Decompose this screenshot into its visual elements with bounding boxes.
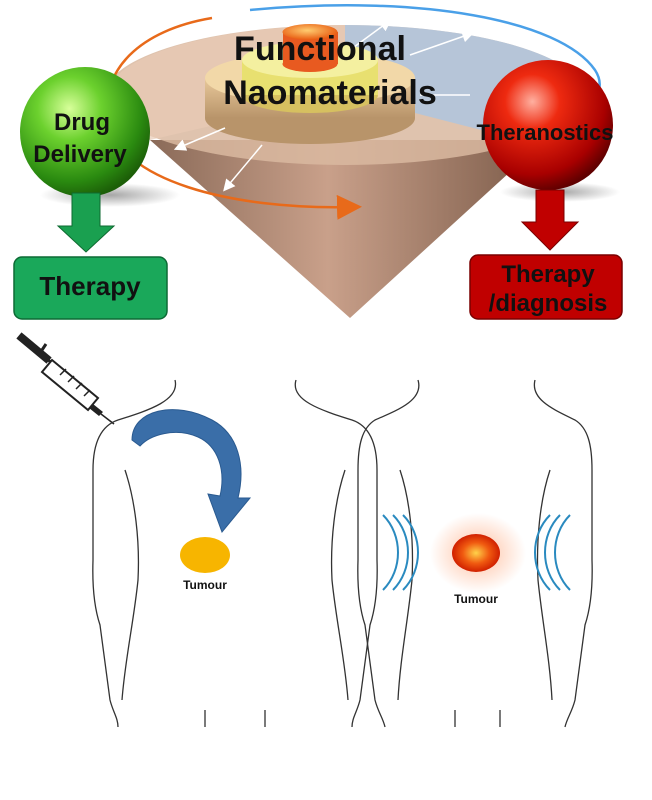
left-down-arrow [56,192,116,253]
radial-arrows [173,19,475,192]
right-body-outline [357,379,593,728]
therapy-diagnosis-label-line2: /diagnosis [489,290,608,317]
therapy-diagnosis-label-line1: Therapy [501,261,595,288]
drug-delivery-label-line1: Drug [54,109,110,136]
theranostics-sphere [483,60,613,190]
drug-delivery-label-line2: Delivery [33,141,127,168]
syringe-icon [16,332,115,425]
left-tumour-label: Tumour [183,578,227,592]
curved-arrow-icon [131,409,252,533]
therapy-box-label: Therapy [39,271,141,301]
right-tumour-label: Tumour [454,592,498,606]
right-tumour [452,534,500,572]
cone-body [150,140,545,318]
right-down-arrow [520,189,580,251]
left-tumour [180,537,230,573]
therapy-box [13,256,168,320]
diagram-title-line1: Functional [234,30,406,68]
therapy-diagnosis-box [469,254,623,320]
nanomaterial-cone [105,4,601,318]
left-body-outline [92,379,378,728]
theranostics-label: Theranostics [477,120,614,145]
drug-delivery-sphere [20,67,150,197]
wave-emitter-icon [382,514,571,591]
core-particle [282,24,338,40]
diagram-title-line2: Naomaterials [223,74,437,112]
